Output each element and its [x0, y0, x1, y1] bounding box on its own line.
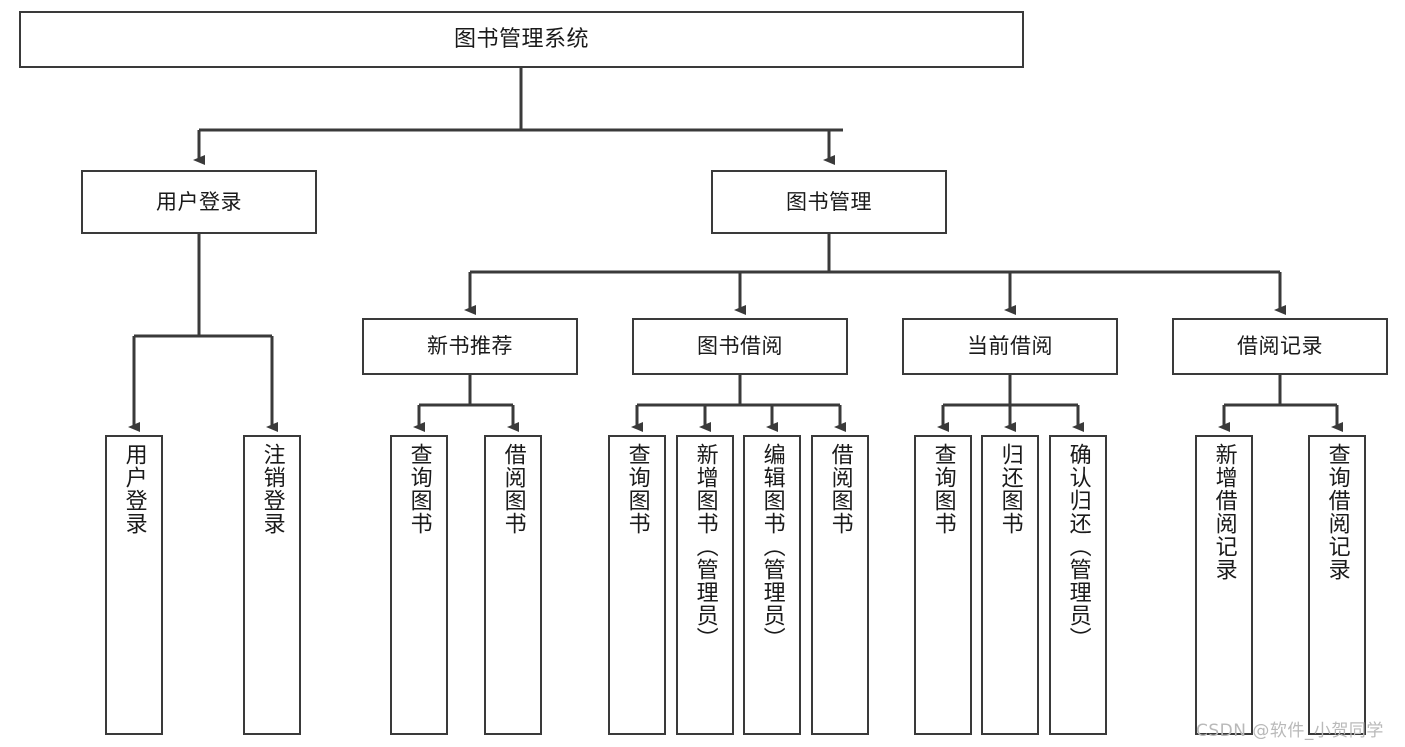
node-borrow-book-2-label: 借阅图书: [827, 443, 853, 535]
csdn-watermark: CSDN @软件_小贺同学: [1196, 721, 1384, 741]
node-query-book-1[interactable]: 查询图书: [390, 435, 448, 735]
node-logout-label: 注销登录: [259, 443, 285, 535]
node-logout[interactable]: 注销登录: [243, 435, 301, 735]
node-book-management[interactable]: 图书管理: [711, 170, 947, 234]
node-book-management-label: 图书管理: [786, 189, 872, 214]
node-new-book-recommend[interactable]: 新书推荐: [362, 318, 578, 375]
node-borrow-record-label: 借阅记录: [1237, 334, 1323, 359]
node-add-book-label: 新增图书（管理员）: [692, 443, 718, 650]
node-book-borrow[interactable]: 图书借阅: [632, 318, 848, 375]
node-return-book-label: 归还图书: [997, 443, 1023, 535]
node-edit-book[interactable]: 编辑图书（管理员）: [743, 435, 801, 735]
node-add-book[interactable]: 新增图书（管理员）: [676, 435, 734, 735]
node-confirm-return-label: 确认归还（管理员）: [1065, 443, 1091, 650]
node-add-record[interactable]: 新增借阅记录: [1195, 435, 1253, 735]
node-query-book-2[interactable]: 查询图书: [608, 435, 666, 735]
node-borrow-book-1[interactable]: 借阅图书: [484, 435, 542, 735]
node-user-login[interactable]: 用户登录: [81, 170, 317, 234]
node-query-book-3-label: 查询图书: [930, 443, 956, 535]
node-add-record-label: 新增借阅记录: [1211, 443, 1237, 581]
node-user-login-label: 用户登录: [156, 189, 242, 214]
node-borrow-book-1-label: 借阅图书: [500, 443, 526, 535]
node-query-book-1-label: 查询图书: [406, 443, 432, 535]
node-confirm-return[interactable]: 确认归还（管理员）: [1049, 435, 1107, 735]
node-root[interactable]: 图书管理系统: [19, 11, 1024, 68]
node-root-label: 图书管理系统: [453, 26, 589, 52]
node-book-borrow-label: 图书借阅: [697, 334, 783, 359]
node-borrow-book-2[interactable]: 借阅图书: [811, 435, 869, 735]
node-query-book-3[interactable]: 查询图书: [914, 435, 972, 735]
node-current-borrow[interactable]: 当前借阅: [902, 318, 1118, 375]
node-query-record[interactable]: 查询借阅记录: [1308, 435, 1366, 735]
node-current-borrow-label: 当前借阅: [967, 334, 1053, 359]
node-query-book-2-label: 查询图书: [624, 443, 650, 535]
node-borrow-record[interactable]: 借阅记录: [1172, 318, 1388, 375]
node-login[interactable]: 用户登录: [105, 435, 163, 735]
node-new-book-recommend-label: 新书推荐: [427, 334, 513, 359]
node-query-record-label: 查询借阅记录: [1324, 443, 1350, 581]
node-edit-book-label: 编辑图书（管理员）: [759, 443, 785, 650]
node-return-book[interactable]: 归还图书: [981, 435, 1039, 735]
node-login-label: 用户登录: [121, 443, 147, 535]
